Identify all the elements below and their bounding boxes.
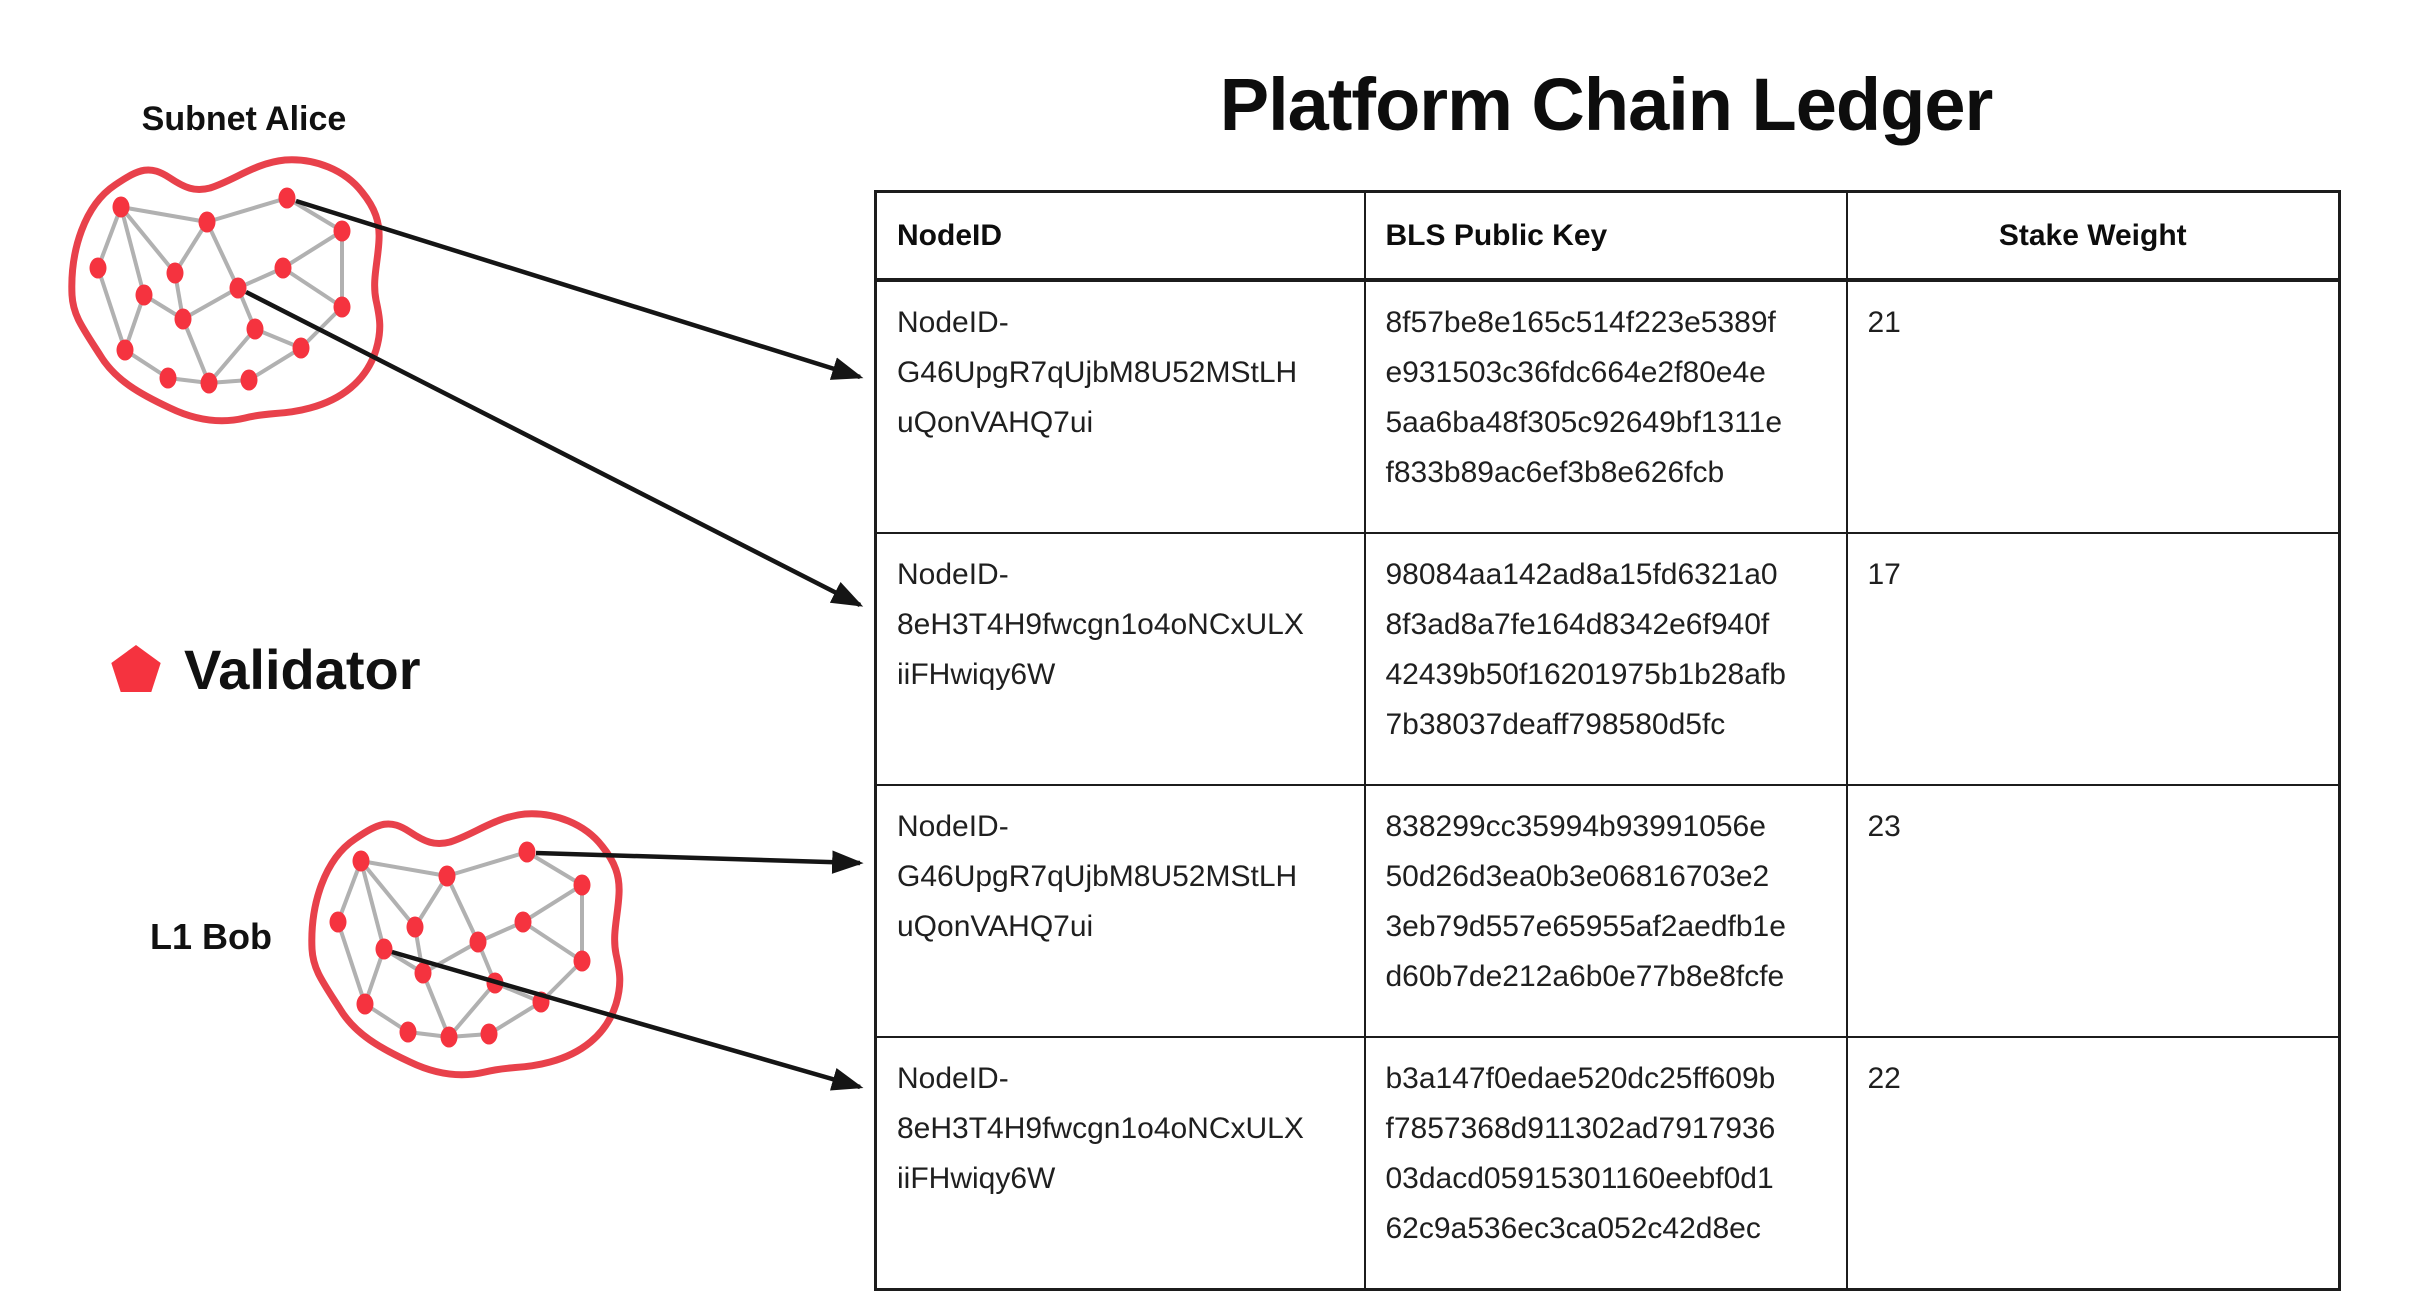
network-edge bbox=[299, 305, 344, 350]
network-edge bbox=[119, 206, 146, 296]
network-edge bbox=[207, 327, 257, 385]
network-edge bbox=[173, 220, 209, 275]
validator-legend-label: Validator bbox=[184, 637, 421, 701]
platform-chain-ledger-table: NodeID BLS Public Key Stake Weight NodeI… bbox=[874, 190, 2341, 1291]
header-stake-weight: Stake Weight bbox=[1845, 190, 2341, 282]
table-header-row: NodeID BLS Public Key Stake Weight bbox=[874, 190, 2341, 282]
arrow-alice-to-row-2 bbox=[244, 289, 864, 608]
network-edge bbox=[446, 850, 528, 878]
table-row: NodeID- G46UpgR7qUjbM8U52MStLH uQonVAHQ7… bbox=[874, 279, 2341, 534]
validator-node-icon bbox=[518, 841, 536, 863]
network-edge bbox=[422, 940, 479, 975]
cluster-outline bbox=[68, 156, 384, 425]
cell-bls-public-key: 838299cc35994b93991056e 50d26d3ea0b3e068… bbox=[1363, 784, 1848, 1038]
cell-bls-public-key: 98084aa142ad8a15fd6321a0 8f3ad8a7fe164d8… bbox=[1363, 532, 1848, 786]
arrow-bob-to-row-3 bbox=[535, 850, 864, 874]
validator-node-icon bbox=[440, 1026, 458, 1048]
validator-node-icon bbox=[174, 308, 192, 330]
network-edge bbox=[336, 921, 367, 1005]
table-row: NodeID- 8eH3T4H9fwcgn1o4oNCxULX iiFHwiqy… bbox=[874, 1036, 2341, 1291]
validator-node-icon bbox=[246, 318, 264, 340]
validator-node-icon bbox=[333, 296, 351, 318]
validator-node-icon bbox=[329, 911, 347, 933]
network-edge bbox=[120, 205, 208, 224]
validator-node-icon bbox=[469, 931, 487, 953]
network-edge bbox=[181, 318, 211, 384]
validator-node-icon bbox=[159, 367, 177, 389]
subnet-alice-network bbox=[68, 156, 384, 425]
validator-node-icon bbox=[414, 962, 432, 984]
validator-node-icon bbox=[200, 372, 218, 394]
network-edge bbox=[359, 860, 386, 950]
validator-node-icon bbox=[399, 1021, 417, 1043]
validator-node-icon bbox=[514, 911, 532, 933]
cell-node-id: NodeID- G46UpgR7qUjbM8U52MStLH uQonVAHQ7… bbox=[874, 784, 1366, 1038]
cluster-outline bbox=[308, 810, 624, 1079]
network-edge bbox=[285, 196, 344, 233]
network-edge bbox=[205, 221, 240, 289]
network-edge bbox=[413, 874, 449, 929]
cell-node-id: NodeID- 8eH3T4H9fwcgn1o4oNCxULX iiFHwiqy… bbox=[874, 1036, 1366, 1291]
validator-node-icon bbox=[333, 220, 351, 242]
network-edge bbox=[360, 859, 448, 878]
cell-stake-weight: 17 bbox=[1845, 532, 2341, 786]
network-edge bbox=[336, 860, 363, 923]
cell-node-id: NodeID- G46UpgR7qUjbM8U52MStLH uQonVAHQ7… bbox=[874, 279, 1366, 534]
network-edge bbox=[182, 286, 239, 321]
arrow-bob-to-row-4 bbox=[391, 949, 864, 1091]
validator-node-icon bbox=[573, 950, 591, 972]
network-edge bbox=[281, 266, 344, 309]
subnet-alice-label: Subnet Alice bbox=[141, 100, 347, 138]
validator-node-icon bbox=[406, 916, 424, 938]
page-title: Platform Chain Ledger bbox=[1219, 63, 1994, 146]
header-node-id: NodeID bbox=[874, 190, 1366, 282]
network-edge bbox=[96, 206, 123, 269]
network-edge bbox=[447, 981, 497, 1039]
network-edge bbox=[521, 920, 584, 963]
validator-node-icon bbox=[112, 196, 130, 218]
network-edge bbox=[96, 267, 127, 351]
table-row: NodeID- 8eH3T4H9fwcgn1o4oNCxULX iiFHwiqy… bbox=[874, 532, 2341, 786]
network-edge bbox=[119, 205, 177, 275]
validator-node-icon bbox=[573, 874, 591, 896]
network-edge bbox=[247, 346, 303, 382]
table-row: NodeID- G46UpgR7qUjbM8U52MStLH uQonVAHQ7… bbox=[874, 784, 2341, 1038]
arrow-alice-to-row-1 bbox=[295, 198, 864, 380]
network-edge bbox=[525, 850, 584, 887]
cell-bls-public-key: 8f57be8e165c514f223e5389f e931503c36fdc6… bbox=[1363, 279, 1848, 534]
cell-stake-weight: 21 bbox=[1845, 279, 2341, 534]
validator-node-icon bbox=[274, 257, 292, 279]
validator-node-icon bbox=[438, 865, 456, 887]
validator-node-icon bbox=[229, 277, 247, 299]
validator-node-icon bbox=[356, 993, 374, 1015]
validator-node-icon bbox=[375, 938, 393, 960]
validator-node-icon bbox=[352, 850, 370, 872]
validator-node-icon bbox=[278, 187, 296, 209]
network-edge bbox=[487, 1000, 543, 1036]
validator-node-icon bbox=[480, 1023, 498, 1045]
l1-bob-label: L1 Bob bbox=[150, 916, 272, 957]
validator-pentagon-icon bbox=[111, 645, 161, 692]
validator-legend: Validator bbox=[110, 632, 421, 706]
network-edge bbox=[359, 859, 417, 929]
network-edge bbox=[421, 972, 451, 1038]
validator-node-icon bbox=[89, 257, 107, 279]
cell-bls-public-key: b3a147f0edae520dc25ff609b f7857368d91130… bbox=[1363, 1036, 1848, 1291]
network-edge bbox=[281, 229, 344, 270]
network-edge bbox=[445, 875, 480, 943]
validator-node-icon bbox=[135, 284, 153, 306]
validator-node-icon bbox=[166, 262, 184, 284]
header-bls-public-key: BLS Public Key bbox=[1363, 190, 1848, 282]
network-edge bbox=[521, 883, 584, 924]
validator-node-icon bbox=[292, 337, 310, 359]
validator-node-icon bbox=[240, 369, 258, 391]
cell-node-id: NodeID- 8eH3T4H9fwcgn1o4oNCxULX iiFHwiqy… bbox=[874, 532, 1366, 786]
validator-node-icon bbox=[116, 339, 134, 361]
validator-node-icon bbox=[198, 211, 216, 233]
cell-stake-weight: 23 bbox=[1845, 784, 2341, 1038]
network-edge bbox=[206, 196, 288, 224]
cell-stake-weight: 22 bbox=[1845, 1036, 2341, 1291]
